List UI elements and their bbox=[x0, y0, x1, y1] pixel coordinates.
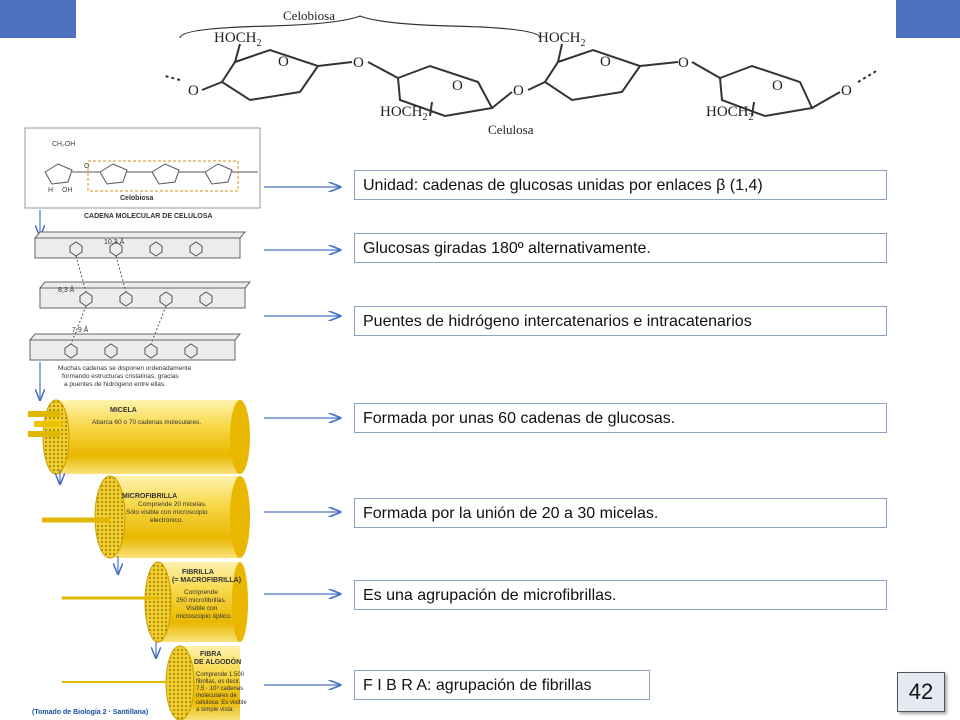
fibra-text-6: a simple vista. bbox=[196, 707, 234, 713]
distance-c: 7,9 Å bbox=[72, 325, 89, 334]
fibra-text-3: 7,5 · 10⁵ cadenas bbox=[196, 685, 243, 692]
mini-h: H bbox=[48, 187, 53, 194]
fibrilla-title-1: FIBRILLA bbox=[182, 569, 214, 576]
hoch2-label-1: HOCH2 bbox=[214, 30, 262, 49]
label-microfibrilla: Formada por la unión de 20 a 30 micelas. bbox=[354, 498, 887, 528]
ring-oxygen-1: O bbox=[278, 54, 289, 70]
fibra-title-2: DE ALGODÓN bbox=[194, 657, 241, 666]
label-fibra: F I B R A: agrupación de fibrillas bbox=[354, 670, 650, 700]
distance-b: 8,3 Å bbox=[58, 285, 75, 294]
fibra-text-1: Comprende 1.500 bbox=[196, 672, 245, 678]
microfibrilla-text-1: Comprende 20 micelas. bbox=[138, 501, 207, 508]
hoch2-label-3: HOCH2 bbox=[538, 30, 586, 49]
micela-title: MICELA bbox=[110, 407, 137, 414]
mini-celobiosa: Celobiosa bbox=[120, 195, 154, 202]
label-glucosas-giradas: Glucosas giradas 180º alternativamente. bbox=[354, 233, 887, 263]
fibrilla-title-2: (= MACROFIBRILLA) bbox=[172, 577, 241, 584]
link-oxygen-2: O bbox=[513, 83, 524, 99]
link-oxygen-1: O bbox=[353, 55, 364, 71]
link-oxygen-right: O bbox=[841, 83, 852, 99]
fibrilla-text-4: microscopio óptico. bbox=[176, 613, 232, 620]
mini-ch2oh: CH₂OH bbox=[52, 141, 75, 148]
ring-oxygen-2: O bbox=[452, 78, 463, 94]
fibra-cylinder bbox=[62, 645, 240, 720]
fibrilla-text-3: Visible con bbox=[186, 605, 218, 612]
fibrilla-text-2: 250 microfibrillas. bbox=[176, 597, 227, 604]
cellulose-structure bbox=[164, 15, 879, 118]
microfibrilla-title: MICROFIBRILLA bbox=[122, 493, 177, 500]
fibrilla-cylinder bbox=[62, 561, 248, 643]
molecule-title: CADENA MOLECULAR DE CELULOSA bbox=[84, 213, 212, 220]
hoch2-label-4: HOCH2 bbox=[706, 104, 754, 123]
label-unidad: Unidad: cadenas de glucosas unidas por e… bbox=[354, 170, 887, 200]
distance-a: 10,3 Å bbox=[104, 237, 125, 246]
fibrilla-text-1: Comprende bbox=[184, 589, 218, 596]
chains-caption-1: Muchas cadenas se disponen ordenadamente bbox=[58, 365, 192, 372]
link-oxygen-3: O bbox=[678, 55, 689, 71]
fibra-title-1: FIBRA bbox=[200, 651, 221, 658]
chains-caption-3: a puentes de hidrógeno entre ellas. bbox=[64, 381, 166, 388]
corner-accent-left bbox=[0, 0, 76, 38]
celulosa-label: Celulosa bbox=[488, 122, 534, 137]
micela-text: Abarca 60 o 70 cadenas moleculares. bbox=[92, 419, 201, 426]
microfibrilla-text-3: electrónico. bbox=[150, 517, 183, 524]
ring-oxygen-4: O bbox=[772, 78, 783, 94]
corner-accent-right bbox=[896, 0, 960, 38]
label-micela: Formada por unas 60 cadenas de glucosas. bbox=[354, 403, 887, 433]
link-oxygen-left: O bbox=[188, 83, 199, 99]
mini-chain bbox=[44, 163, 258, 185]
micela-cylinder bbox=[28, 399, 250, 475]
microfibrilla-cylinder bbox=[42, 475, 250, 559]
hoch2-label-2: HOCH2 bbox=[380, 104, 428, 123]
mini-oh: OH bbox=[62, 187, 73, 194]
microfibrilla-text-2: Sólo visible con microscopio bbox=[126, 509, 208, 516]
celobiosa-label: Celobiosa bbox=[283, 8, 335, 23]
fibra-text-4: moleculares de bbox=[196, 693, 237, 699]
figure-source: (Tomado de Biología 2 · Santillana) bbox=[32, 709, 148, 716]
ring-oxygen-3: O bbox=[600, 54, 611, 70]
crystal-chains bbox=[28, 231, 252, 361]
connector-arrows bbox=[264, 187, 340, 685]
page-number: 42 bbox=[897, 672, 945, 712]
label-fibrilla: Es una agrupación de microfibrillas. bbox=[354, 580, 887, 610]
mini-o: O bbox=[84, 163, 90, 170]
fibre-figure: CH₂OH H OH O Celobiosa CADENA MOLECULAR … bbox=[24, 127, 261, 720]
fibra-text-5: celulosa. Es visible bbox=[196, 700, 247, 706]
chain-hexagons bbox=[64, 241, 213, 359]
label-puentes-hidrogeno: Puentes de hidrógeno intercatenarios e i… bbox=[354, 306, 887, 336]
structure-text: Celobiosa Celulosa HOCH2 HOCH2 HOCH2 HOC… bbox=[188, 8, 852, 137]
fibra-text-2: fibrillas, es decir, bbox=[196, 679, 241, 685]
chains-caption-2: formando estructuras cristalinas, gracia… bbox=[62, 373, 179, 380]
